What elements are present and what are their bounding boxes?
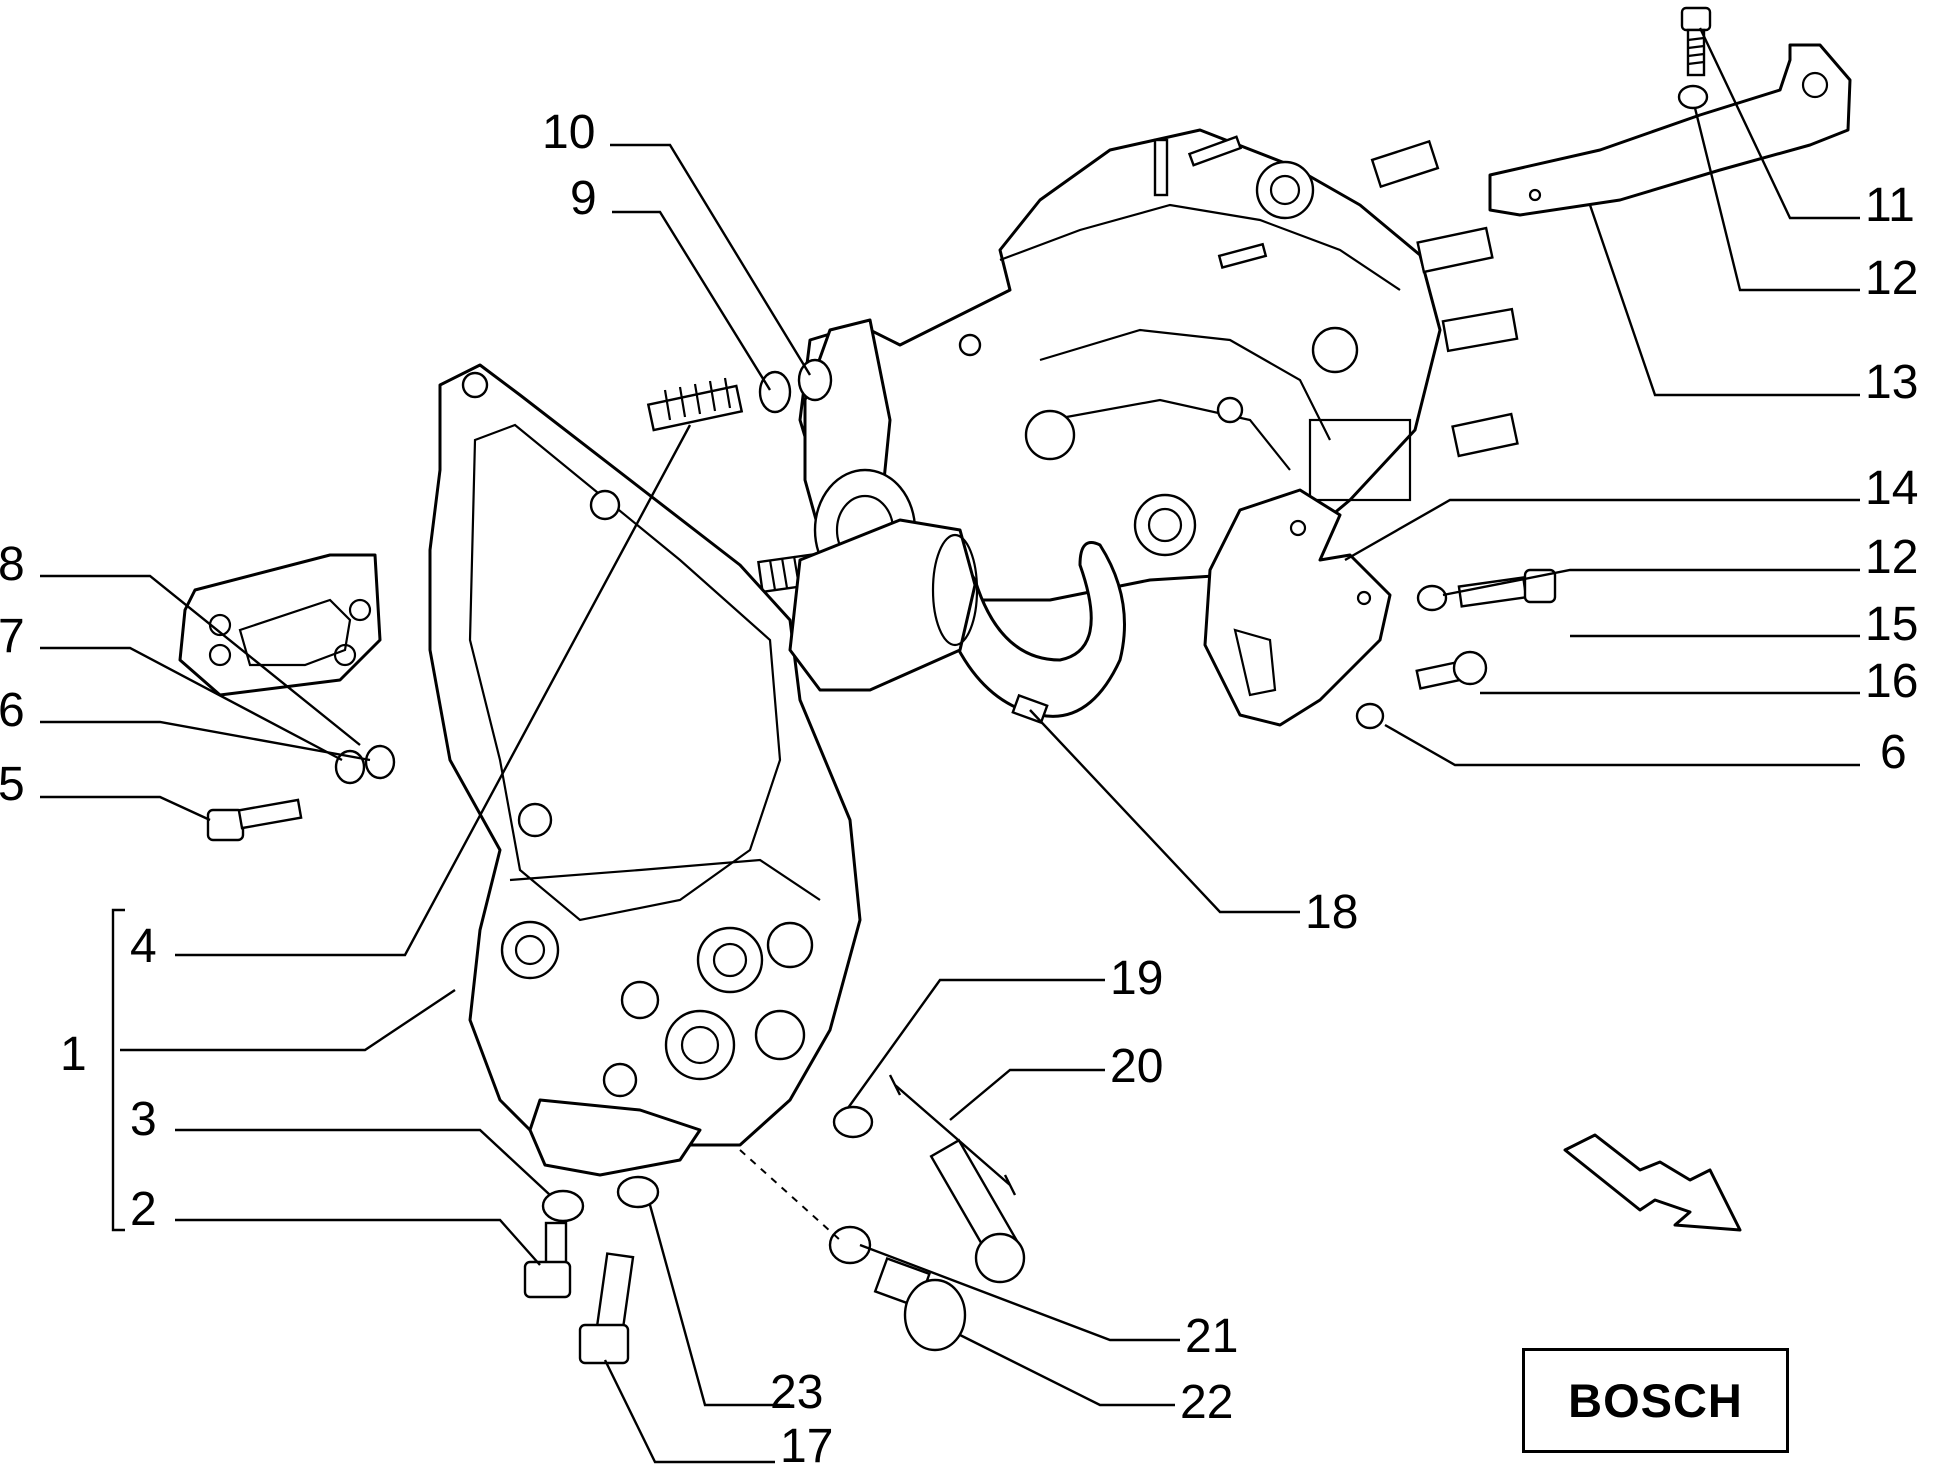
washer-6-left — [334, 749, 366, 785]
bolt-15 — [1457, 568, 1557, 608]
callout-17: 17 — [780, 1420, 833, 1465]
leader-lines — [40, 27, 1860, 1464]
callout-6-left: 6 — [0, 684, 25, 737]
callout-11: 11 — [1865, 179, 1915, 232]
callout-21: 21 — [1185, 1310, 1238, 1363]
callout-2: 2 — [130, 1183, 157, 1236]
housing-assembly — [428, 363, 979, 1177]
washer-12-lower — [1416, 584, 1448, 612]
stud-4 — [646, 377, 744, 432]
brand-label: BOSCH — [1568, 1374, 1743, 1427]
stud-16 — [1415, 650, 1488, 690]
callout-4: 4 — [130, 920, 157, 973]
plug-22 — [873, 1256, 967, 1352]
bolt-5 — [206, 798, 303, 842]
washer-9 — [758, 370, 792, 414]
callout-9: 9 — [570, 172, 597, 225]
callout-12-lower: 12 — [1865, 531, 1918, 584]
washer-7 — [364, 744, 396, 780]
bolt-2 — [523, 1221, 572, 1299]
bolt-17 — [578, 1252, 635, 1365]
washer-19 — [832, 1105, 874, 1139]
washer-21 — [828, 1225, 872, 1265]
callout-5: 5 — [0, 758, 25, 811]
bolt-20 — [929, 1138, 1026, 1284]
bolt-11 — [1680, 6, 1712, 77]
callout-22: 22 — [1180, 1376, 1233, 1429]
gasket-8 — [178, 553, 382, 697]
callout-18: 18 — [1305, 886, 1358, 939]
callout-3: 3 — [130, 1093, 157, 1146]
washer-23 — [616, 1175, 660, 1209]
length-dimension — [888, 1074, 1017, 1196]
assembly-axis — [739, 1149, 841, 1241]
callout-13: 13 — [1865, 356, 1918, 409]
callout-12-upper: 12 — [1865, 252, 1918, 305]
callout-20: 20 — [1110, 1040, 1163, 1093]
callout-7: 7 — [0, 610, 25, 663]
callout-14: 14 — [1865, 462, 1918, 515]
washer-12-upper — [1677, 84, 1709, 110]
brand-box: BOSCH — [1522, 1348, 1789, 1453]
callout-16: 16 — [1865, 655, 1918, 708]
washer-6-right — [1355, 702, 1385, 730]
washer-3 — [541, 1189, 585, 1223]
callout-labels: 10 9 11 12 13 14 12 15 16 6 18 8 7 6 5 4… — [0, 106, 1918, 1465]
callout-10: 10 — [542, 106, 595, 159]
mounting-plate — [1203, 488, 1392, 727]
callout-6-right: 6 — [1880, 726, 1907, 779]
callout-15: 15 — [1865, 598, 1918, 651]
direction-arrow-icon — [1563, 1133, 1742, 1232]
callout-8: 8 — [0, 538, 25, 591]
callout-19: 19 — [1110, 952, 1163, 1005]
support-bracket — [1488, 43, 1852, 217]
callout-1: 1 — [60, 1028, 87, 1081]
callout-23: 23 — [770, 1366, 823, 1419]
